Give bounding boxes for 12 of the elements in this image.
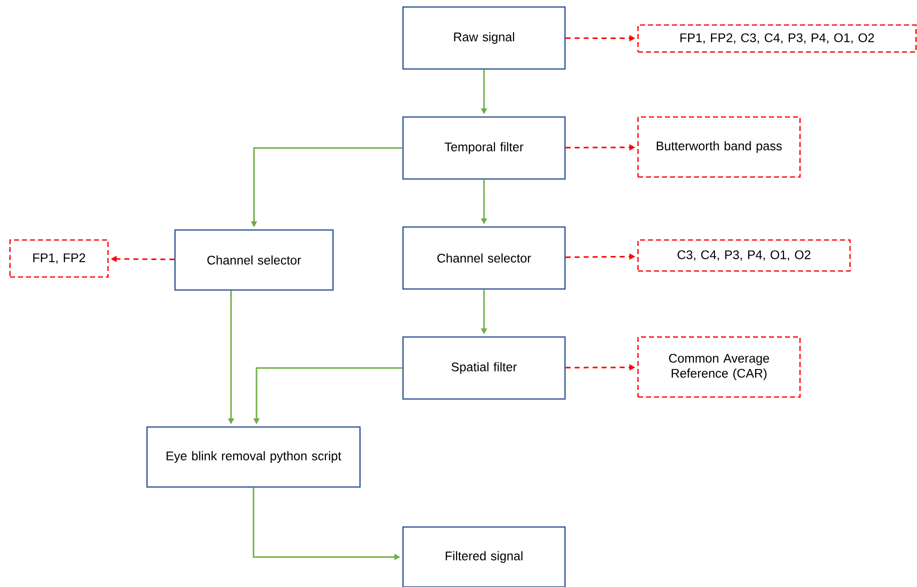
annotation-box: FP1, FP2, C3, C4, P3, P4, O1, O2 xyxy=(637,24,917,53)
process-box: Spatial filter xyxy=(402,336,566,400)
annotation-box: FP1, FP2 xyxy=(9,239,109,278)
process-box: Raw signal xyxy=(402,6,566,70)
annotation-box: C3, C4, P3, P4, O1, O2 xyxy=(637,239,851,272)
process-box: Eye blink removal python script xyxy=(146,426,361,488)
process-box: Filtered signal xyxy=(402,526,566,587)
annotation-box: Butterworth band pass xyxy=(637,116,801,178)
process-box: Channel selector xyxy=(402,226,566,290)
process-box: Temporal filter xyxy=(402,116,566,180)
annotation-box: Common Average Reference (CAR) xyxy=(637,336,801,398)
process-box: Channel selector xyxy=(174,229,334,291)
